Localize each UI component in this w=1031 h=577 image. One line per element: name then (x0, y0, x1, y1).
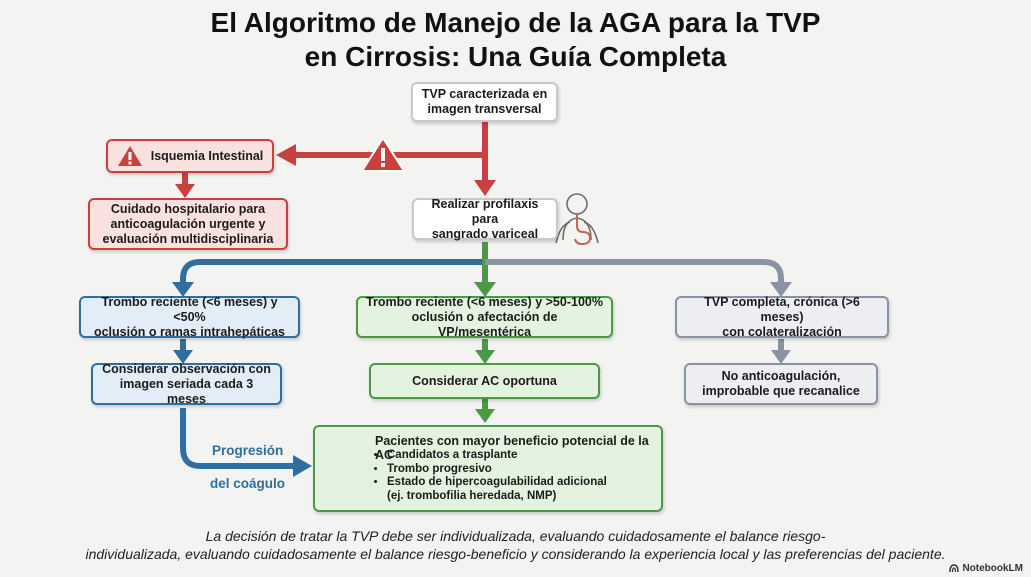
node-urgent-care-line-1: Cuidado hospitalario para (110, 201, 266, 216)
node-chronic-line-2: con colateralización (722, 324, 842, 339)
node-ischemia-label: Isquemia Intestinal (150, 148, 264, 163)
benefit-item: Trombo progresivo (387, 463, 607, 477)
node-urgent-care-line-3: evaluación multidisciplinaria (102, 231, 274, 246)
node-recent-small-line-2: oclusión o ramas intrahepáticas (93, 324, 286, 339)
node-prophylaxis-line-2: sangrado variceal (431, 226, 539, 241)
progression-label-2: del coágulo (210, 476, 286, 491)
node-no-ac-line-1: No anticoagulación, (721, 369, 841, 383)
page-title: El Algoritmo de Manejo de la AGA para la… (0, 6, 1031, 74)
notebooklm-logo-icon (949, 564, 960, 573)
node-observation-line-2: imagen seriada cada 3 meses (119, 376, 254, 406)
warning-icon (360, 136, 406, 172)
title-line-1: El Algoritmo de Manejo de la AGA para la… (210, 7, 821, 38)
title-line-2: en Cirrosis: Una Guía Completa (304, 41, 727, 72)
node-ischemia: Isquemia Intestinal (106, 139, 274, 173)
footer-line-2: individualizada, evaluando cuidadosament… (85, 546, 946, 562)
brand-label: NotebookLM (962, 563, 1023, 574)
node-observation-line-1: Considerar observación con (102, 361, 271, 376)
node-start-line-2: imagen transversal (427, 102, 542, 116)
node-recent-small: Trombo reciente (<6 meses) y <50% oclusi… (79, 294, 300, 339)
node-recent-large-line-2: oclusión o afectación de VP/mesentérica (411, 309, 558, 339)
node-prophylaxis: Realizar profilaxis para sangrado varice… (412, 196, 558, 241)
warning-icon (117, 146, 142, 166)
node-recent-large-line-1: Trombo reciente (<6 meses) y >50-100% (366, 294, 603, 309)
footer-line-1: La decisión de tratar la TVP debe ser in… (205, 528, 826, 544)
node-recent-small-line-1: Trombo reciente (<6 meses) y <50% (101, 294, 278, 324)
brand-watermark: NotebookLM (949, 563, 1023, 574)
progression-label-1: Progresión (212, 443, 284, 458)
node-chronic: TVP completa, crónica (>6 meses) con col… (675, 294, 889, 339)
benefit-list: Candidatos a trasplante Trombo progresiv… (373, 449, 607, 503)
node-ac-timely-label: Considerar AC oportuna (412, 373, 557, 388)
node-no-ac: No anticoagulación, improbable que recan… (684, 363, 878, 405)
node-start-line-1: TVP caracterizada en (421, 87, 548, 101)
node-no-ac-line-2: improbable que recanalice (702, 384, 860, 398)
benefit-item-sub: (ej. trombofilia heredada, NMP) (387, 489, 557, 502)
node-recent-large: Trombo reciente (<6 meses) y >50-100% oc… (356, 294, 613, 339)
node-benefit: Pacientes con mayor beneficio potencial … (313, 425, 663, 512)
node-ac-timely: Considerar AC oportuna (369, 363, 600, 399)
gray-connector (485, 259, 792, 364)
benefit-item-text: Estado de hipercoagulabilidad adicional (387, 476, 607, 488)
benefit-item: Estado de hipercoagulabilidad adicional … (387, 476, 607, 503)
benefit-item: Candidatos a trasplante (387, 449, 607, 463)
node-urgent-care: Cuidado hospitalario para anticoagulació… (88, 198, 288, 250)
node-prophylaxis-line-1: Realizar profilaxis para (431, 196, 539, 226)
node-observation: Considerar observación con imagen seriad… (91, 361, 282, 406)
node-start: TVP caracterizada en imagen transversal (411, 82, 558, 122)
node-chronic-line-1: TVP completa, crónica (>6 meses) (704, 294, 860, 324)
blue-connector (172, 242, 488, 477)
node-urgent-care-line-2: anticoagulación urgente y (110, 216, 266, 231)
node-benefit-title: Pacientes con mayor beneficio potencial … (375, 434, 649, 462)
stomach-icon (555, 193, 599, 246)
